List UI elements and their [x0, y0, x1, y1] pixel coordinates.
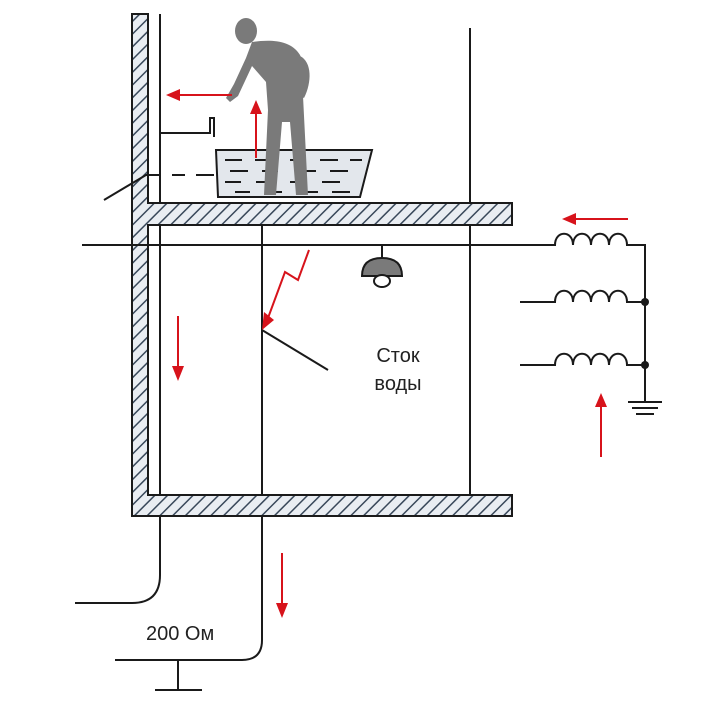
junction-dot	[641, 298, 649, 306]
red-arrow-icon	[276, 553, 288, 618]
bathtub-body	[214, 149, 374, 198]
resistance-label: 200 Ом	[146, 623, 214, 645]
wiring-lines	[75, 14, 548, 691]
red-arrow-icon	[250, 100, 262, 158]
red-arrow-icon	[595, 393, 607, 457]
water-supply-line	[103, 174, 160, 201]
ceiling-lamp-icon	[360, 245, 404, 288]
ground-symbol-icon	[628, 401, 662, 415]
junction-dot	[641, 361, 649, 369]
current-arrows	[166, 89, 628, 618]
person-figure	[226, 18, 310, 196]
lightning-bolt-icon	[262, 249, 310, 330]
ground-wire-left	[75, 516, 161, 604]
inductor-coil-icon	[520, 289, 645, 303]
red-arrow-icon	[562, 213, 628, 225]
ground-wire-right	[115, 516, 263, 661]
hatched-wall-and-slabs	[131, 13, 513, 517]
inductor-coil-icon	[548, 232, 646, 368]
faucet-pipe	[160, 117, 215, 137]
red-arrow-icon	[172, 316, 184, 381]
transformer-coils	[520, 232, 646, 402]
drain-label-line1: Сток	[376, 345, 420, 367]
drain-label-line2: воды	[374, 373, 421, 395]
inductor-coil-icon	[520, 352, 645, 366]
red-arrow-icon	[166, 89, 232, 101]
building-structure	[131, 13, 513, 517]
drain-pipe-line	[261, 329, 329, 371]
